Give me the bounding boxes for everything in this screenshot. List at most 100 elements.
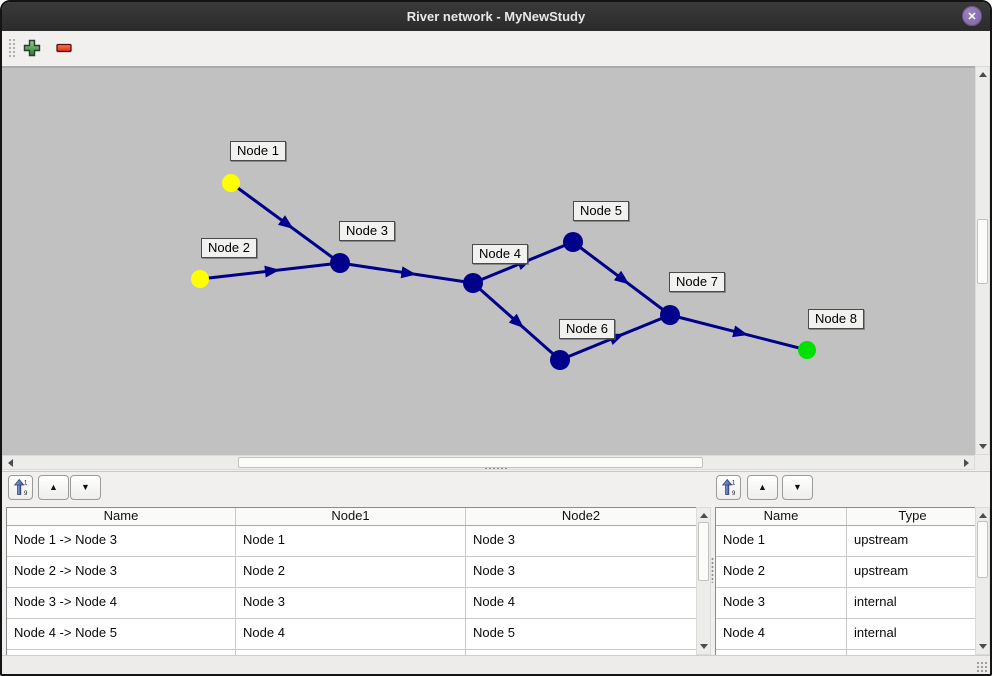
svg-text:1: 1 bbox=[24, 481, 28, 487]
vertical-pane-splitter[interactable] bbox=[711, 557, 714, 583]
close-button[interactable]: ✕ bbox=[962, 6, 982, 26]
table-cell[interactable]: upstream bbox=[854, 563, 909, 578]
table-cell[interactable]: Node 3 bbox=[473, 532, 515, 547]
add-node-button[interactable] bbox=[22, 38, 42, 58]
edge-arrow-icon bbox=[508, 313, 524, 329]
scroll-right-button[interactable] bbox=[960, 456, 973, 469]
vertical-scroll-thumb[interactable] bbox=[977, 521, 988, 578]
table-cell[interactable]: Node 5 bbox=[473, 625, 515, 640]
resize-grip[interactable] bbox=[976, 661, 987, 672]
node-label[interactable]: Node 8 bbox=[808, 309, 864, 329]
table-header-row: Name Type bbox=[716, 508, 978, 526]
table-cell[interactable]: Node 4 bbox=[236, 619, 466, 649]
table-cell[interactable]: Node 1 bbox=[236, 526, 466, 556]
svg-text:1: 1 bbox=[732, 481, 736, 487]
node-label[interactable]: Node 4 bbox=[472, 244, 528, 264]
scroll-left-button[interactable] bbox=[4, 456, 17, 469]
column-header[interactable]: Node2 bbox=[561, 508, 601, 523]
table-cell[interactable]: internal bbox=[854, 625, 897, 640]
titlebar[interactable]: River network - MyNewStudy ✕ bbox=[2, 2, 990, 31]
table-cell[interactable]: Node 3 bbox=[236, 588, 466, 618]
node-label[interactable]: Node 1 bbox=[230, 141, 286, 161]
scroll-down-button[interactable] bbox=[976, 440, 989, 453]
graph-node[interactable] bbox=[660, 305, 680, 325]
remove-node-button[interactable] bbox=[54, 38, 74, 58]
table-cell[interactable]: Node 2 bbox=[236, 557, 466, 587]
branches-move-down-button[interactable]: ▼ bbox=[70, 475, 101, 500]
minus-icon bbox=[56, 43, 72, 53]
table-cell[interactable]: Node 3 bbox=[473, 563, 515, 578]
triangle-down-icon bbox=[978, 644, 987, 649]
column-header[interactable]: Type bbox=[898, 508, 927, 523]
graph-node[interactable] bbox=[330, 253, 350, 273]
graph-node[interactable] bbox=[798, 341, 816, 359]
edge-arrow-icon bbox=[264, 265, 280, 278]
table-cell[interactable]: upstream bbox=[854, 532, 909, 547]
column-header[interactable]: Name bbox=[716, 508, 847, 525]
nodes-sort-button[interactable]: 1 9 bbox=[716, 475, 741, 500]
table-cell[interactable]: Node 4 -> Node 5 bbox=[7, 619, 236, 649]
table-row[interactable]: Node 3 internal bbox=[716, 588, 978, 619]
table-cell[interactable]: Node 1 bbox=[716, 526, 847, 556]
table-cell[interactable]: Node 2 bbox=[716, 557, 847, 587]
vertical-scroll-thumb[interactable] bbox=[977, 219, 988, 284]
graph-node[interactable] bbox=[563, 232, 583, 252]
window-title: River network - MyNewStudy bbox=[406, 9, 586, 24]
branches-sort-button[interactable]: 1 9 bbox=[8, 475, 33, 500]
edge-arrow-icon bbox=[613, 270, 630, 285]
scroll-up-button[interactable] bbox=[697, 509, 710, 522]
scrollbar-corner bbox=[975, 455, 990, 470]
status-bar bbox=[2, 655, 990, 674]
node-label[interactable]: Node 5 bbox=[573, 201, 629, 221]
table-cell[interactable]: Node 1 -> Node 3 bbox=[7, 526, 236, 556]
nodes-move-up-button[interactable]: ▲ bbox=[747, 475, 778, 500]
table-cell[interactable]: Node 4 bbox=[716, 619, 847, 649]
sort-1-9-icon: 1 9 bbox=[721, 479, 736, 496]
table-cell[interactable]: Node 2 -> Node 3 bbox=[7, 557, 236, 587]
plus-icon bbox=[23, 39, 41, 57]
canvas-vertical-scrollbar[interactable] bbox=[975, 66, 990, 455]
scroll-up-button[interactable] bbox=[976, 68, 989, 81]
scroll-up-button[interactable] bbox=[976, 509, 989, 522]
table-cell[interactable]: Node 4 bbox=[473, 594, 515, 609]
scroll-down-button[interactable] bbox=[976, 640, 989, 653]
horizontal-pane-splitter[interactable] bbox=[484, 467, 508, 470]
table-row[interactable]: Node 4 internal bbox=[716, 619, 978, 650]
triangle-up-icon bbox=[699, 513, 708, 518]
vertical-scroll-thumb[interactable] bbox=[698, 522, 709, 581]
graph-node[interactable] bbox=[191, 270, 209, 288]
graph-node[interactable] bbox=[222, 174, 240, 192]
table-cell[interactable]: Node 3 -> Node 4 bbox=[7, 588, 236, 618]
graph-node[interactable] bbox=[550, 350, 570, 370]
scroll-down-button[interactable] bbox=[697, 640, 710, 653]
table-row-partial bbox=[7, 650, 696, 659]
toolbar-drag-handle[interactable] bbox=[8, 38, 15, 59]
sort-1-9-icon: 1 9 bbox=[13, 479, 28, 496]
network-canvas[interactable]: Node 1 Node 2 Node 3 Node 4 Node 5 Node 6 Node… bbox=[2, 66, 977, 455]
column-header[interactable]: Node1 bbox=[236, 508, 466, 525]
node-label[interactable]: Node 3 bbox=[339, 221, 395, 241]
node-label[interactable]: Node 6 bbox=[559, 319, 615, 339]
branches-move-up-button[interactable]: ▲ bbox=[38, 475, 69, 500]
horizontal-scroll-thumb[interactable] bbox=[238, 457, 703, 468]
table-row[interactable]: Node 1 upstream bbox=[716, 526, 978, 557]
table-cell[interactable]: internal bbox=[854, 594, 897, 609]
graph-node[interactable] bbox=[463, 273, 483, 293]
node-label[interactable]: Node 7 bbox=[669, 272, 725, 292]
nodes-table-scrollbar[interactable] bbox=[975, 507, 990, 655]
edge-arrow-icon bbox=[277, 215, 294, 229]
table-row[interactable]: Node 2 upstream bbox=[716, 557, 978, 588]
node-label[interactable]: Node 2 bbox=[201, 238, 257, 258]
column-header[interactable]: Name bbox=[7, 508, 236, 525]
branches-table-scrollbar[interactable] bbox=[696, 507, 711, 655]
table-cell[interactable]: Node 3 bbox=[716, 588, 847, 618]
edge-arrow-icon bbox=[400, 266, 417, 279]
table-row-partial bbox=[716, 650, 978, 659]
nodes-move-down-button[interactable]: ▼ bbox=[782, 475, 813, 500]
